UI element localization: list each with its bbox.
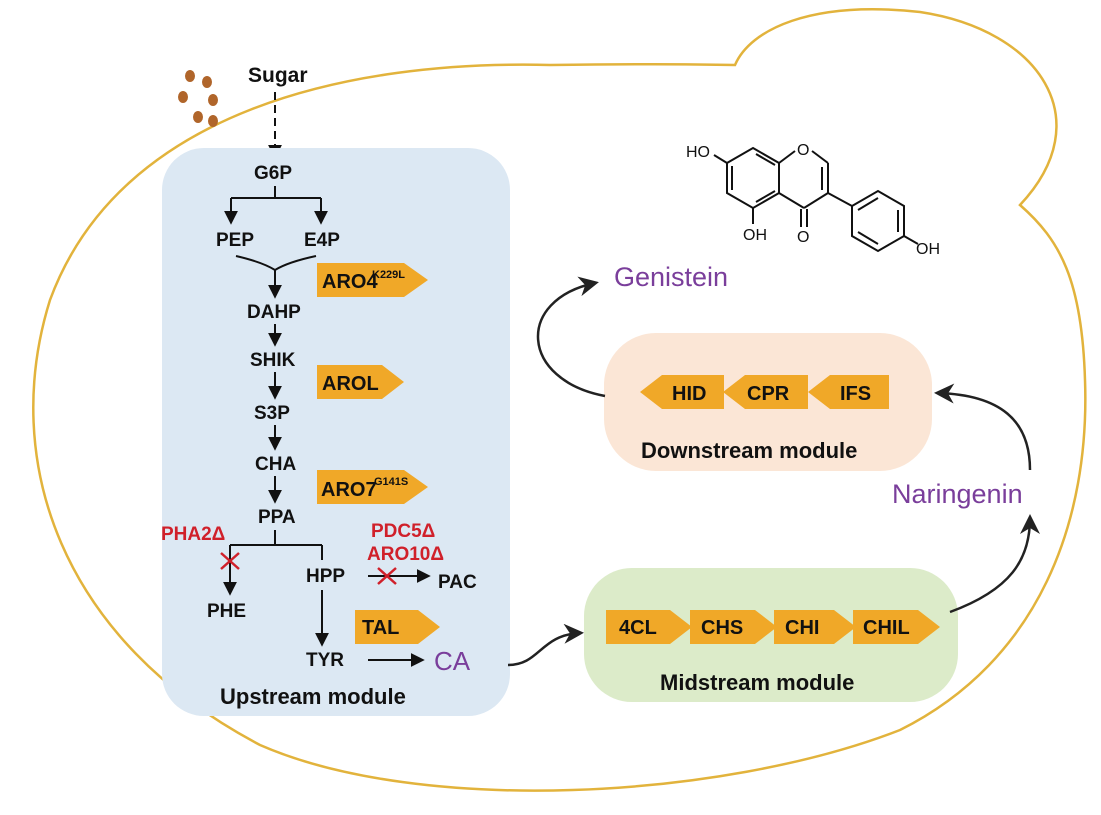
structure-label-ho: HO: [686, 144, 710, 161]
deletion-aro10: ARO10Δ: [367, 544, 444, 565]
enzyme-chil-shape: [853, 610, 940, 644]
structure-label-keto-o: O: [797, 229, 809, 246]
enzyme-chi-shape: [774, 610, 856, 644]
arrow-downstream-to-genistein: [536, 276, 606, 398]
genistein-structure: [713, 146, 919, 253]
product-genistein: Genistein: [614, 262, 728, 292]
pdc5-aro10-knockout-cross: [377, 567, 397, 585]
enzyme-ifs-shape: [808, 375, 889, 409]
pha2-knockout-cross: [220, 552, 240, 570]
enzyme-aro7-mutation: G141S: [374, 476, 408, 488]
deletion-pdc5: PDC5Δ: [371, 521, 435, 542]
structure-label-ring-o: O: [797, 142, 809, 159]
metabolite-tyr: TYR: [306, 650, 344, 671]
product-naringenin: Naringenin: [892, 479, 1023, 509]
metabolite-s3p: S3P: [254, 403, 290, 424]
enzyme-aro7-shape: [317, 470, 428, 504]
enzyme-chs: CHS: [701, 617, 743, 639]
arrow-naringenin-to-downstream: [934, 383, 1032, 471]
enzyme-hid: HID: [672, 383, 706, 405]
structure-label-oh-right: OH: [916, 241, 940, 258]
enzyme-ifs: IFS: [840, 383, 871, 405]
arrow-midstream-to-naringenin: [949, 514, 1040, 614]
metabolite-phe: PHE: [207, 601, 246, 622]
metabolite-dahp: DAHP: [247, 302, 301, 323]
enzyme-tal: TAL: [362, 617, 399, 639]
enzyme-aro4-mutation: K229L: [372, 269, 405, 281]
metabolite-ppa: PPA: [258, 507, 296, 528]
enzyme-hid-shape: [640, 375, 724, 409]
enzyme-arol-shape: [317, 365, 404, 399]
enzyme-4cl-shape: [606, 610, 692, 644]
deletion-pha2: PHA2Δ: [161, 524, 225, 545]
upstream-module-label: Upstream module: [220, 684, 406, 709]
enzyme-cpr: CPR: [747, 383, 790, 405]
sugar-label: Sugar: [248, 64, 308, 87]
enzyme-chil: CHIL: [863, 617, 910, 639]
product-ca: CA: [434, 646, 471, 676]
enzyme-cpr-shape: [723, 375, 808, 409]
enzyme-tal-shape: [355, 610, 440, 644]
metabolite-shik: SHIK: [250, 350, 296, 371]
metabolite-e4p: E4P: [304, 230, 340, 251]
enzyme-arol: AROL: [322, 373, 379, 395]
metabolite-g6p: G6P: [254, 163, 292, 184]
metabolite-pep: PEP: [216, 230, 254, 251]
structure-label-oh-bottom: OH: [743, 227, 767, 244]
enzyme-aro4-shape: [317, 263, 428, 297]
enzyme-aro7: ARO7: [321, 479, 377, 501]
enzyme-4cl: 4CL: [619, 617, 657, 639]
pathway-arrows: [223, 186, 431, 667]
arrow-ca-to-midstream: [507, 623, 584, 667]
midstream-module-box: [584, 568, 958, 702]
midstream-module-label: Midstream module: [660, 670, 854, 695]
enzyme-chi: CHI: [785, 617, 819, 639]
metabolite-cha: CHA: [255, 454, 296, 475]
downstream-module-label: Downstream module: [641, 438, 857, 463]
cell-outline: [32, 8, 1087, 792]
enzyme-aro4: ARO4: [322, 271, 378, 293]
enzyme-chs-shape: [690, 610, 777, 644]
sugar-particles: [178, 70, 218, 127]
metabolite-hpp: HPP: [306, 566, 345, 587]
metabolite-pac: PAC: [438, 572, 477, 593]
